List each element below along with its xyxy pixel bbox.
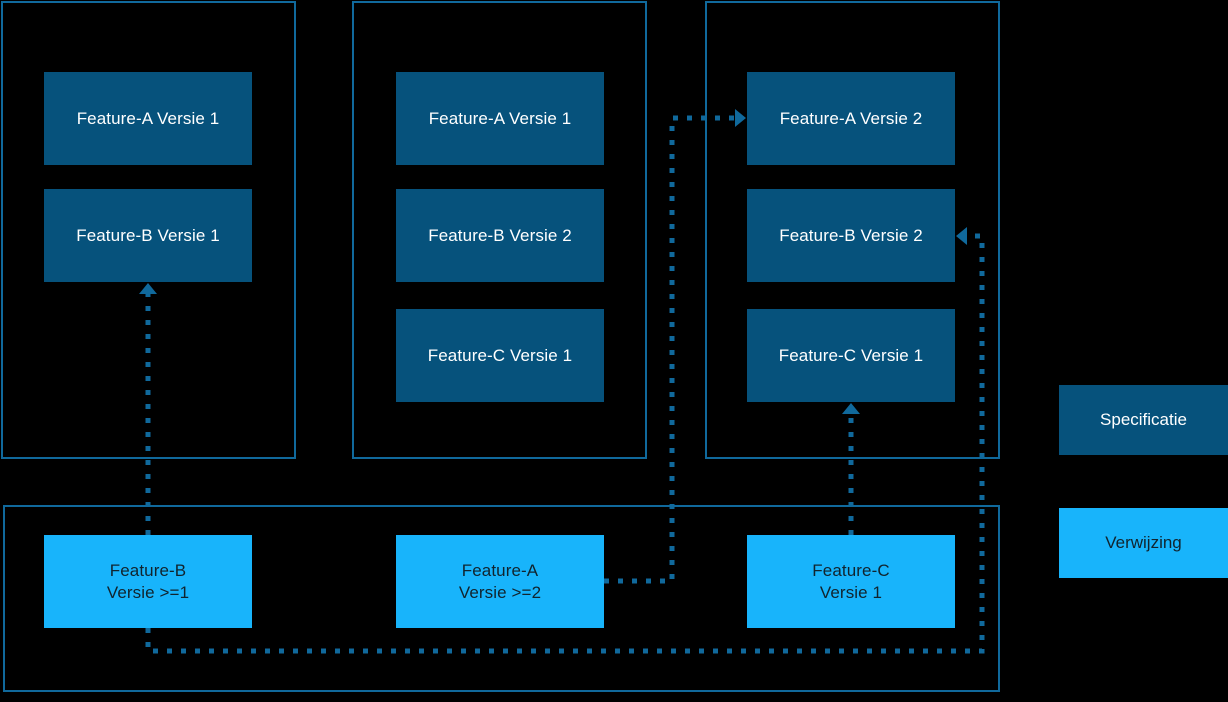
legend-specificatie: Specificatie xyxy=(1059,385,1228,455)
node-spec-b2-col3[interactable]: Feature-B Versie 2 xyxy=(747,189,955,282)
node-ref-feature-c[interactable]: Feature-C Versie 1 xyxy=(747,535,955,628)
node-spec-a1-col2[interactable]: Feature-A Versie 1 xyxy=(396,72,604,165)
node-spec-c1-col2[interactable]: Feature-C Versie 1 xyxy=(396,309,604,402)
legend-verwijzing: Verwijzing xyxy=(1059,508,1228,578)
node-spec-a1-col1[interactable]: Feature-A Versie 1 xyxy=(44,72,252,165)
node-spec-b2-col2[interactable]: Feature-B Versie 2 xyxy=(396,189,604,282)
node-spec-b1-col1[interactable]: Feature-B Versie 1 xyxy=(44,189,252,282)
node-spec-c1-col3[interactable]: Feature-C Versie 1 xyxy=(747,309,955,402)
node-ref-feature-b[interactable]: Feature-B Versie >=1 xyxy=(44,535,252,628)
node-spec-a2-col3[interactable]: Feature-A Versie 2 xyxy=(747,72,955,165)
node-ref-feature-a[interactable]: Feature-A Versie >=2 xyxy=(396,535,604,628)
